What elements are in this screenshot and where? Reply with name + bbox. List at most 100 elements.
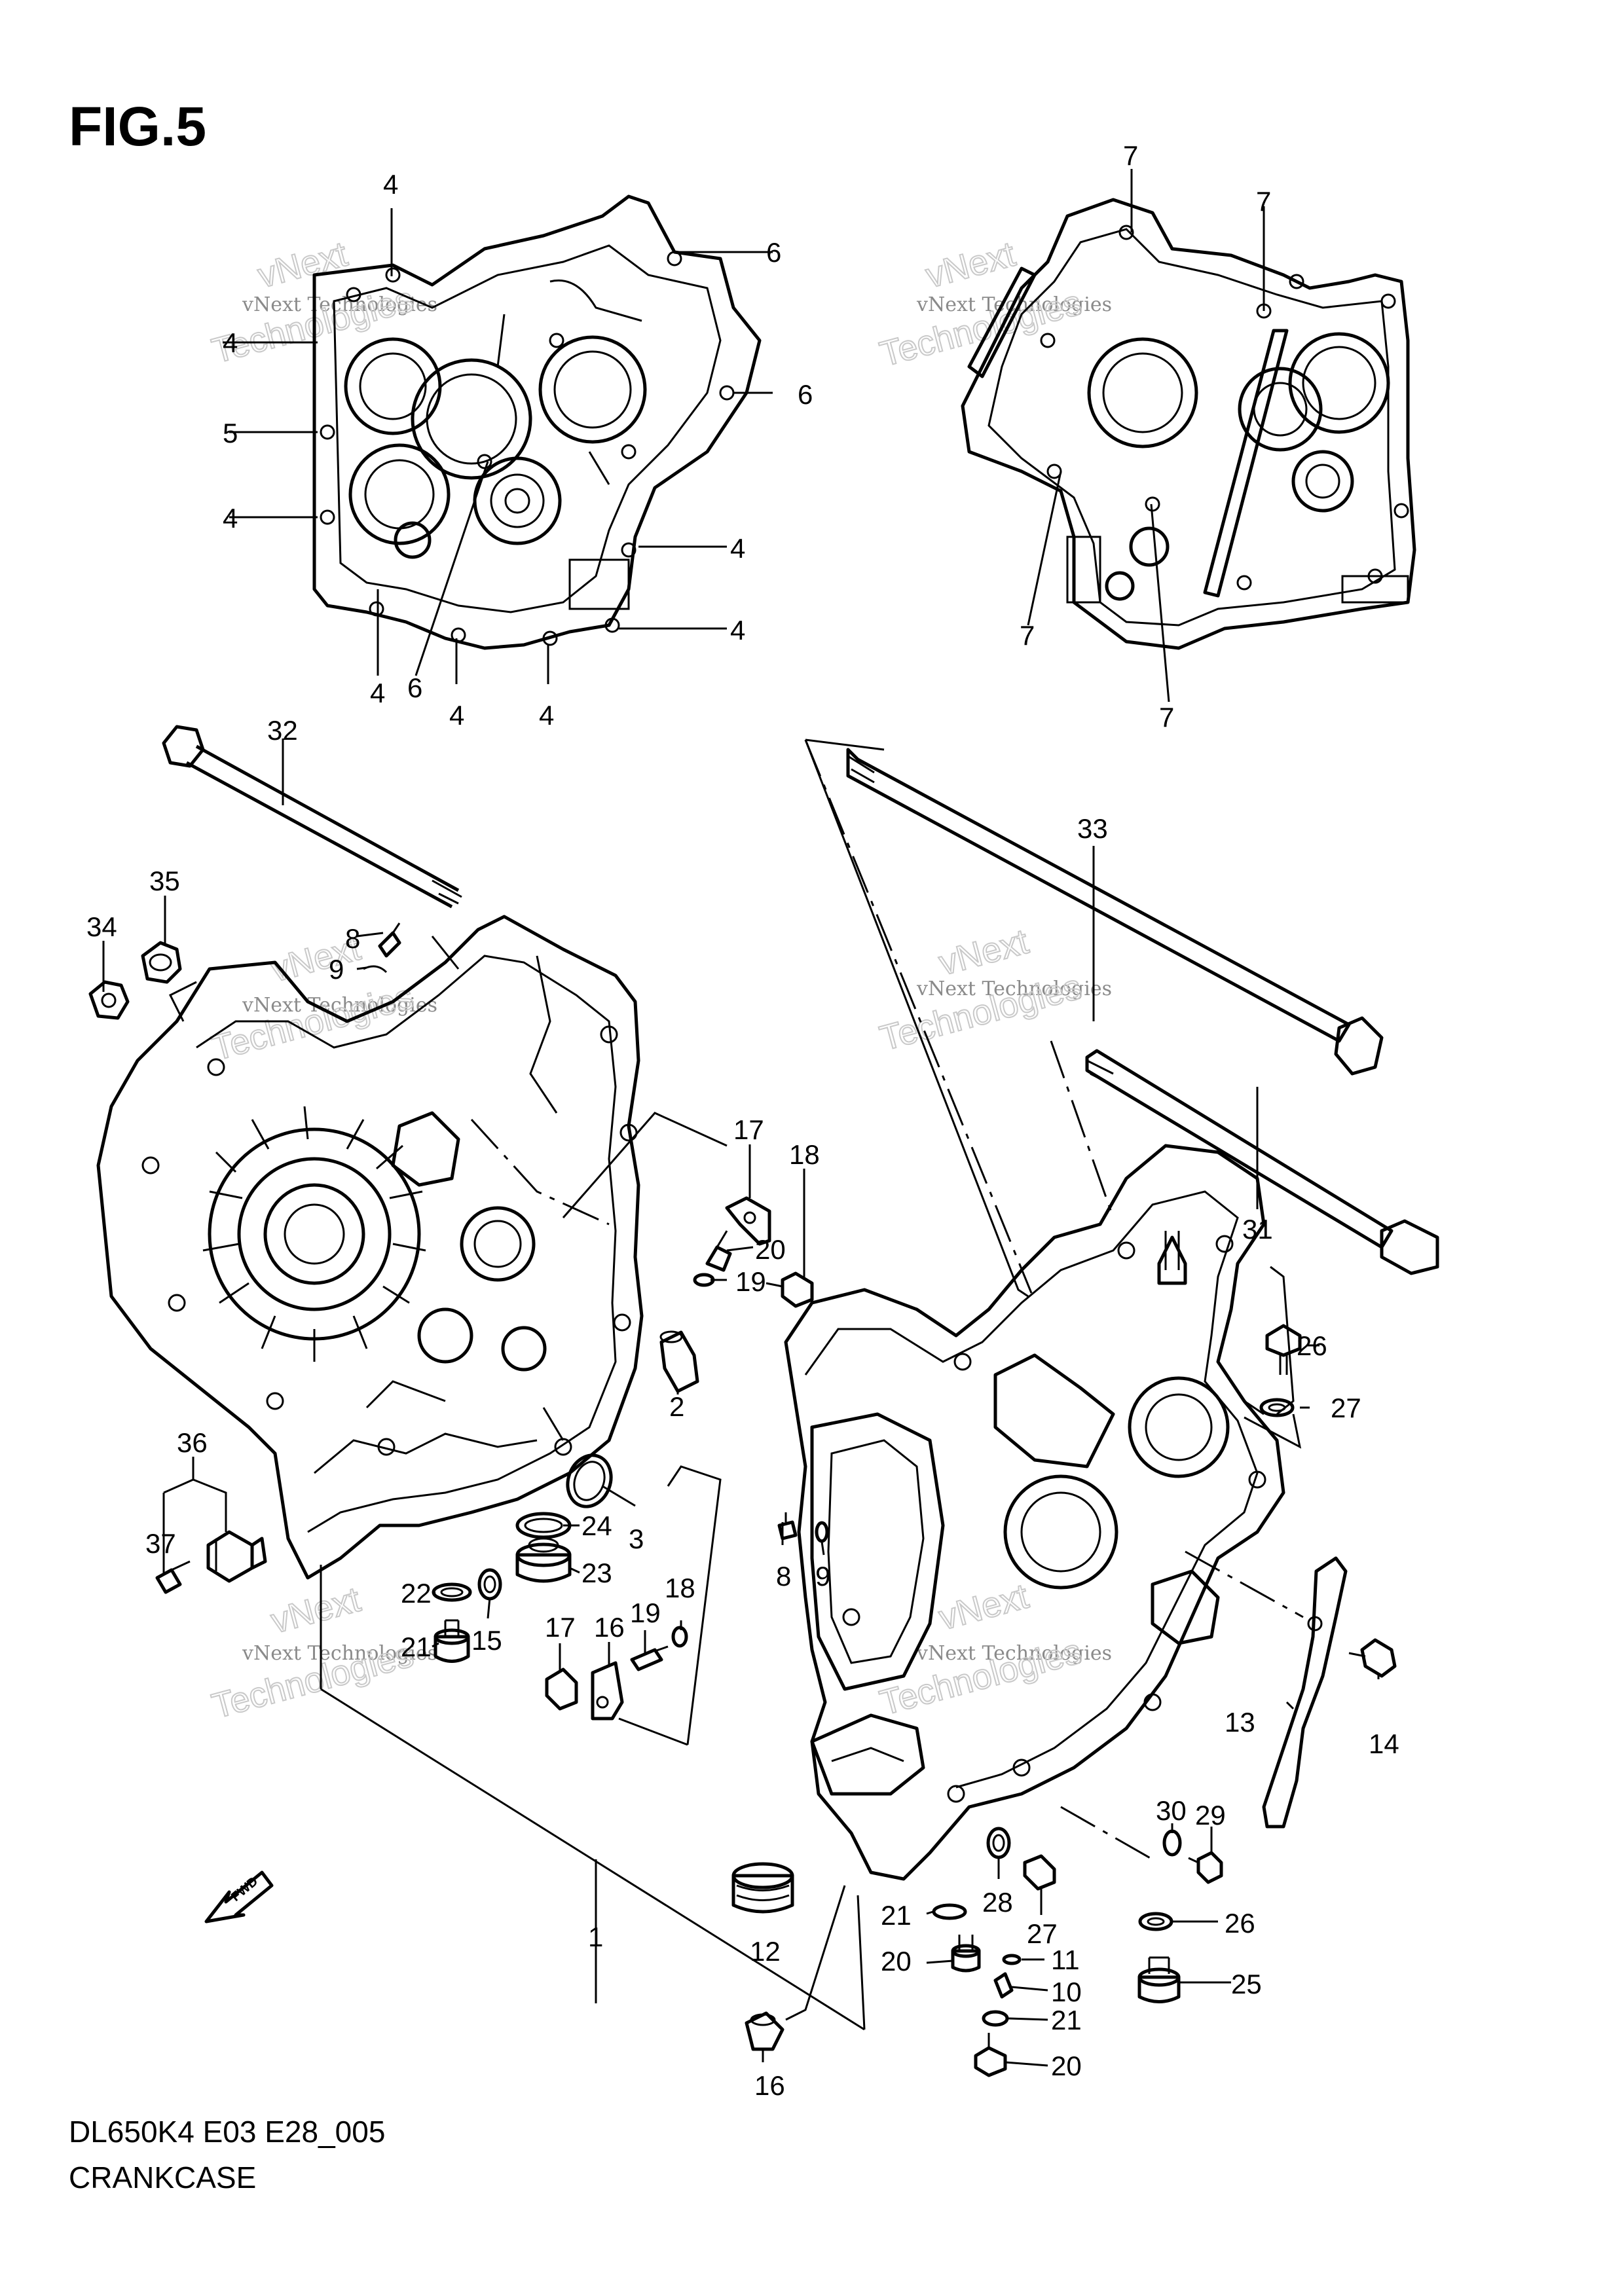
- callout-4: 4: [539, 700, 554, 731]
- callout-7: 7: [1123, 140, 1138, 171]
- callout-9: 9: [815, 1561, 830, 1592]
- washer-26-lower: [1138, 1912, 1173, 1931]
- plug-23: [515, 1537, 572, 1583]
- bolt-18-upper: [766, 1271, 814, 1308]
- callout-21: 21: [401, 1631, 432, 1662]
- crankcase-right-half-face-view: [961, 198, 1416, 650]
- callout-13: 13: [1225, 1707, 1255, 1738]
- bolt-27-lower: [1023, 1854, 1056, 1891]
- plug-16-lower: [745, 2011, 784, 2051]
- callout-31: 31: [1242, 1214, 1273, 1245]
- callout-16: 16: [754, 2070, 785, 2101]
- callout-18: 18: [665, 1573, 695, 1603]
- callout-35: 35: [149, 866, 180, 896]
- fitting-10: [993, 1972, 1014, 1999]
- callout-3: 3: [629, 1523, 644, 1554]
- callout-4: 4: [383, 169, 398, 200]
- callout-21: 21: [1051, 2005, 1082, 2035]
- callout-28: 28: [982, 1887, 1013, 1918]
- callout-4: 4: [730, 615, 745, 646]
- callout-16: 16: [594, 1612, 625, 1643]
- callout-6: 6: [407, 672, 422, 703]
- callout-30: 30: [1156, 1795, 1187, 1826]
- callout-4: 4: [730, 533, 745, 564]
- bolt-20-lower-a: [951, 1935, 981, 1973]
- watermark-text: vNext Technologies: [242, 994, 437, 1017]
- watermark-text: vNext Technologies: [916, 977, 1112, 1000]
- bolt-20-lower-b: [974, 2033, 1007, 2077]
- long-bolt-32: [162, 725, 462, 909]
- washer-19-upper: [693, 1273, 715, 1287]
- bracket-17-upper: [725, 1196, 771, 1246]
- callout-7: 7: [1256, 186, 1271, 217]
- model-code: DL650K4 E03 E28_005: [69, 2115, 385, 2149]
- watermark-text: Technologies: [208, 977, 418, 1068]
- fitting-20-upper: [705, 1230, 732, 1272]
- callout-7: 7: [1020, 620, 1035, 651]
- figure-title: FIG.5: [69, 96, 206, 157]
- callout-20: 20: [755, 1234, 786, 1265]
- callout-8: 8: [776, 1561, 791, 1592]
- bolt-17-lower: [545, 1667, 578, 1711]
- screw-37: [155, 1560, 191, 1594]
- watermark-text: vNext: [254, 234, 352, 296]
- callout-19: 19: [630, 1597, 661, 1628]
- callout-29: 29: [1195, 1800, 1226, 1831]
- watermark-text: vNext Technologies: [242, 293, 437, 316]
- washer-11: [1002, 1954, 1022, 1965]
- callout-21: 21: [881, 1900, 912, 1931]
- long-bolt-31: [1085, 1049, 1439, 1275]
- callout-12: 12: [750, 1936, 781, 1967]
- washer-30: [1162, 1829, 1182, 1857]
- washer-9-upper: [363, 965, 388, 974]
- fwd-arrow-icon: FWD: [204, 1870, 274, 1923]
- plug-25: [1137, 1956, 1181, 2003]
- watermark-text: vNext: [267, 1580, 365, 1641]
- watermark-text: vNext: [935, 922, 1033, 983]
- leader-lines: [102, 169, 1380, 2067]
- callout-27: 27: [1331, 1393, 1361, 1423]
- callout-26: 26: [1225, 1908, 1255, 1939]
- cap-nut-35: [141, 941, 182, 984]
- watermark-text: vNext: [935, 1576, 1033, 1638]
- callout-2: 2: [669, 1391, 684, 1422]
- callout-4: 4: [370, 678, 385, 708]
- crankcase-left-half: [96, 915, 644, 1580]
- callout-4: 4: [223, 503, 238, 534]
- crankcase-left-half-face-view: [312, 194, 762, 650]
- washer-22: [432, 1582, 472, 1602]
- callout-17: 17: [545, 1612, 576, 1643]
- watermark-text: vNext Technologies: [916, 1642, 1112, 1665]
- callout-7: 7: [1159, 702, 1174, 733]
- gasket-24: [515, 1512, 572, 1539]
- bolt-26-upper: [1265, 1324, 1302, 1375]
- washer-21-lower-b: [982, 2010, 1009, 2027]
- callout-17: 17: [733, 1114, 764, 1145]
- watermark-text: vNext Technologies: [242, 1642, 437, 1665]
- callout-20: 20: [1051, 2050, 1082, 2081]
- oil-pressure-switch-36: [206, 1530, 267, 1583]
- callout-32: 32: [267, 715, 298, 746]
- long-bolt-33: [846, 748, 1384, 1076]
- callout-10: 10: [1051, 1977, 1082, 2007]
- callout-23: 23: [581, 1558, 612, 1588]
- hex-nut-34: [88, 980, 130, 1020]
- callout-25: 25: [1231, 1969, 1262, 1999]
- callout-labels: 4 4 5 4 4 6 4 4 6 6 4 4 7 7 7 7 32 33 31…: [86, 140, 1399, 2101]
- callout-5: 5: [223, 418, 238, 448]
- washer-28: [986, 1827, 1011, 1859]
- bracket-16-upper: [591, 1661, 624, 1721]
- callout-27: 27: [1027, 1918, 1058, 1949]
- plug-21: [434, 1619, 470, 1663]
- callout-8: 8: [345, 923, 360, 954]
- callout-37: 37: [145, 1528, 176, 1559]
- diagram-caption: CRANKCASE: [69, 2160, 256, 2195]
- bolt-29: [1188, 1851, 1223, 1884]
- callout-6: 6: [798, 379, 813, 410]
- callout-6: 6: [766, 237, 781, 268]
- callout-11: 11: [1051, 1944, 1080, 1975]
- callout-9: 9: [329, 954, 344, 985]
- callout-4: 4: [449, 700, 464, 731]
- washer-18-lower: [671, 1626, 688, 1648]
